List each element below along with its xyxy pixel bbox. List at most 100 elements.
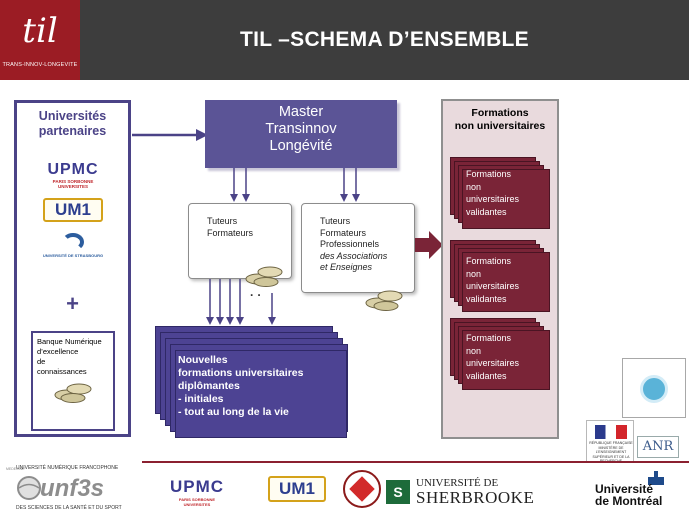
- formation-card-2-text: Formations non universitaires validantes: [466, 255, 519, 305]
- formation-card-3: [462, 330, 550, 390]
- footer-upmc-subtext: PARIS SORBONNE UNIVERSITES: [178, 497, 216, 507]
- tuteurs-formateurs-scroll: Tuteurs Formateurs: [188, 203, 292, 279]
- card2-line3: universitaires: [466, 281, 520, 291]
- strasbourg-logo: UNIVERSITÉ DE STRASBOURG: [37, 233, 109, 258]
- unf3s-globe-icon: [17, 476, 41, 500]
- scroll-left-line1: Tuteurs: [207, 216, 238, 226]
- card3-line3: universitaires: [466, 358, 520, 368]
- montreal-building-icon: [648, 471, 664, 485]
- anr-logo: ANR: [637, 436, 679, 458]
- unf3s-big-text: unf3s: [40, 475, 105, 502]
- footer-upmc-text: UPMC: [169, 477, 225, 496]
- upmc-logo-subtext: PARIS SORBONNE UNIVERSITES: [52, 179, 94, 189]
- upmc-logo-text: UPMC: [47, 161, 99, 178]
- tuteurs-professionnels-scroll: Tuteurs Formateurs Professionnels des As…: [301, 203, 415, 293]
- stack-layer-front: [175, 350, 347, 438]
- graduate-line1: Nouvelles: [178, 354, 228, 366]
- tuteurs-formateurs-text: Tuteurs Formateurs: [189, 204, 291, 239]
- montreal-line2: de Montréal: [595, 494, 663, 508]
- montreal-line1: Université: [595, 482, 654, 496]
- scroll-right-line5: et Enseignes: [320, 262, 373, 272]
- scroll-right-line4: des Associations: [320, 250, 388, 261]
- graduate-line5: - tout au long de la vie: [178, 406, 289, 418]
- seal-emblem-icon: [349, 476, 375, 502]
- graduate-line4: - initiales: [178, 393, 224, 405]
- formations-title: Formations non universitaires: [443, 107, 557, 133]
- footer-um1-logo: UM1: [268, 476, 326, 502]
- arrows-tuteurs-to-formations: [206, 279, 276, 325]
- til-logo-caption: TRANS-INNOV-LONGEVITE: [2, 62, 78, 68]
- card1-line4: validantes: [466, 206, 507, 217]
- strasbourg-logo-text: UNIVERSITÉ DE STRASBOURG: [42, 253, 104, 258]
- coins-icon-left: [245, 266, 283, 287]
- unf3s-top-text: UNIVERSITÉ NUMÉRIQUE FRANCOPHONE: [16, 465, 119, 471]
- formation-card-1-text: Formations non universitaires validantes: [466, 168, 519, 218]
- arrow-to-formations-non-universitaires: [415, 231, 443, 259]
- arrow-universites-to-master: [132, 129, 208, 141]
- graduate-line3: diplômantes: [178, 380, 240, 392]
- master-line1: Master: [278, 104, 324, 120]
- republique-francaise-logo: RÉPUBLIQUE FRANÇAISE MINISTÈRE DE L’ENSE…: [586, 420, 634, 463]
- unf3s-side-text: MEDECINE: [6, 467, 25, 471]
- arrows-master-to-tuteurs: [230, 168, 250, 202]
- coins-icon: [54, 383, 92, 403]
- nouvelles-formations-text: Nouvelles formations universitaires dipl…: [178, 354, 348, 419]
- bank-line3: de: [37, 357, 46, 366]
- graduate-line2: formations universitaires: [178, 367, 304, 379]
- bank-line4: connaissances: [37, 367, 87, 376]
- card1-line2: non: [466, 181, 482, 192]
- card3-line4: validantes: [466, 370, 507, 381]
- sherbrooke-line1: UNIVERSITÉ DE: [416, 477, 499, 489]
- universites-title: Universités partenaires: [17, 109, 128, 139]
- scroll-right-line3: Professionnels: [320, 239, 380, 249]
- sherbrooke-mark-icon: S: [386, 480, 410, 504]
- universites-partenaires-box: Universités partenaires UPMC PARIS SORBO…: [14, 100, 131, 437]
- scroll-left-line2: Formateurs: [207, 227, 254, 238]
- strasbourg-mark-icon: [62, 233, 84, 251]
- tuteurs-professionnels-text: Tuteurs Formateurs Professionnels des As…: [302, 204, 414, 274]
- universites-title-line2: partenaires: [38, 124, 107, 138]
- card3-line2: non: [466, 345, 482, 356]
- nouvelles-formations-stack: [155, 326, 350, 442]
- formation-card-3-text: Formations non universitaires validantes: [466, 332, 519, 382]
- bank-line1: Banque Numérique: [37, 337, 102, 346]
- card1-line3: universitaires: [466, 194, 520, 204]
- bank-line2: d’excellence: [37, 347, 79, 356]
- coins-icon-right: [365, 290, 403, 311]
- french-flag-icon: [595, 425, 627, 439]
- card2-line2: non: [466, 268, 482, 279]
- formations-title-line2: non universitaires: [454, 120, 546, 132]
- master-line3: Longévité: [269, 138, 333, 154]
- formations-title-line1: Formations: [471, 107, 529, 119]
- header-bar: til TRANS-INNOV-LONGEVITE TIL –SCHEMA D’…: [0, 0, 689, 80]
- plus-sign: +: [66, 291, 79, 316]
- card2-line1: Formations: [466, 256, 512, 266]
- til-logo: til TRANS-INNOV-LONGEVITE: [0, 0, 80, 80]
- til-logo-mark: til: [22, 11, 58, 51]
- universites-title-line1: Universités: [38, 109, 107, 123]
- partner-logo-blue: [622, 358, 686, 418]
- sherbrooke-line2: SHERBROOKE: [416, 488, 535, 507]
- unf3s-logo: MEDECINE UNIVERSITÉ NUMÉRIQUE FRANCOPHON…: [4, 463, 139, 515]
- scroll-right-line2: Formateurs: [320, 227, 367, 238]
- card2-line4: validantes: [466, 293, 507, 304]
- um1-logo: UM1: [43, 198, 103, 222]
- formation-card-1: [462, 169, 550, 229]
- slide-title: TIL –SCHEMA D’ENSEMBLE: [240, 28, 529, 51]
- footer-divider: [142, 461, 689, 463]
- upmc-logo: UPMC PARIS SORBONNE UNIVERSITES: [41, 161, 105, 189]
- arrows-master-to-tuteurs-pro: [340, 168, 360, 202]
- footer-upmc-logo: UPMC PARIS SORBONNE UNIVERSITES: [166, 477, 228, 507]
- card3-line1: Formations: [466, 333, 512, 343]
- scroll-right-line1: Tuteurs: [320, 216, 351, 226]
- partner-logo-circle-icon: [640, 375, 668, 403]
- banque-numerique-box: Banque Numérique d’excellence de connais…: [31, 331, 115, 431]
- formation-card-2: [462, 252, 550, 312]
- footer-university-seal-logo: [343, 470, 381, 508]
- dots-indicator: · ·: [250, 288, 262, 302]
- unf3s-bottom-text: DES SCIENCES DE LA SANTÉ ET DU SPORT: [16, 505, 122, 511]
- card1-line1: Formations: [466, 169, 512, 179]
- banque-numerique-text: Banque Numérique d’excellence de connais…: [37, 337, 109, 377]
- master-transinnov-box: Master Transinnov Longévité: [205, 100, 397, 168]
- master-line2: Transinnov: [265, 121, 337, 137]
